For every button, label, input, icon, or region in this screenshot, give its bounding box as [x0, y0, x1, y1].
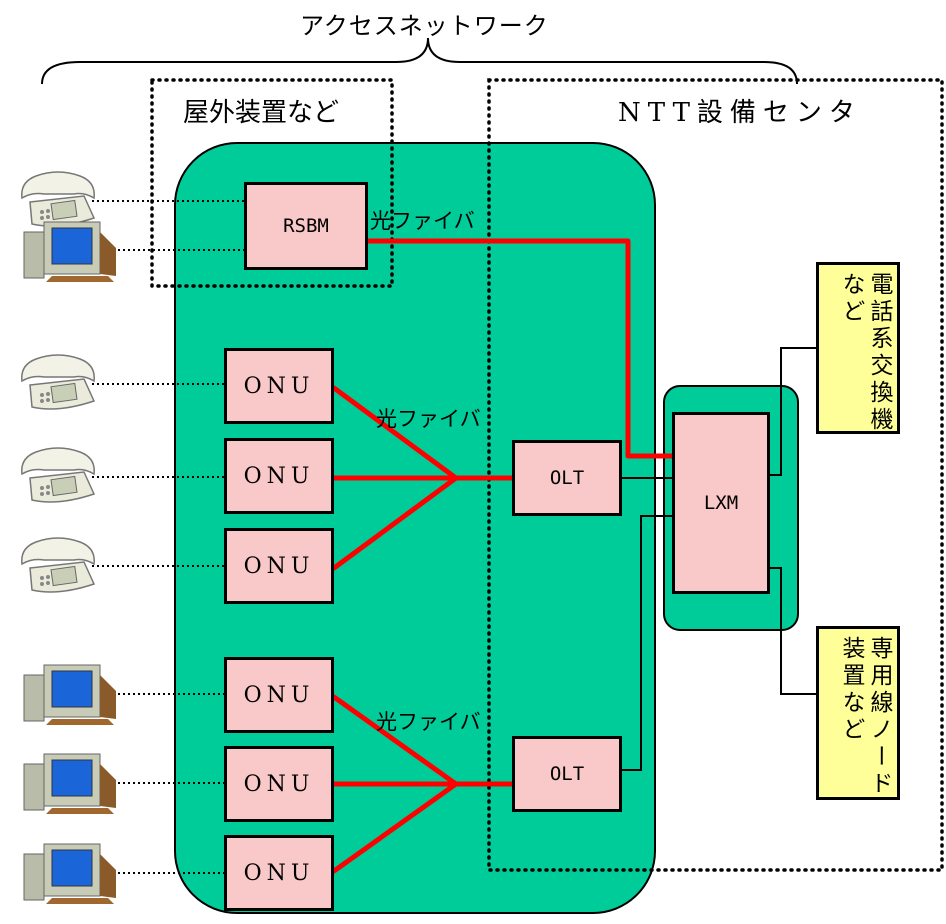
- exchange-box: [816, 262, 900, 434]
- fiber-label-2: 光ファイバ: [376, 407, 481, 431]
- fiber-rsbm-lxm: [365, 238, 675, 459]
- onu-node-6: ONU: [224, 835, 334, 911]
- leased-line-label: 専用線ノード: [866, 636, 892, 798]
- link-lxm-leased: [770, 567, 816, 695]
- electrical-links: [622, 347, 816, 771]
- ntt-center-zone: [487, 78, 944, 872]
- optical-fibers: [331, 238, 675, 874]
- olt-node-2: OLT: [512, 736, 622, 812]
- computer-icon: [23, 221, 116, 282]
- fiber-label-1: 光ファイバ: [370, 209, 475, 233]
- access-network-brace: [41, 37, 798, 85]
- fiber-label-3: 光ファイバ: [376, 710, 481, 734]
- leased-line-box: [816, 626, 900, 800]
- rsbm-node: RSBM: [244, 182, 368, 270]
- lxm-node: LXM: [672, 412, 770, 594]
- ntt-center-label: NTT設備センタ: [618, 98, 862, 128]
- computer-icon: [23, 843, 116, 904]
- telephone-icon: [21, 447, 96, 503]
- outdoor-zone: [150, 78, 394, 288]
- exchange-label-suffix: など: [838, 272, 864, 326]
- computer-icon: [23, 753, 116, 814]
- outdoor-zone-label: 屋外装置など: [183, 98, 340, 128]
- fiber-onu-3: [331, 475, 459, 571]
- fiber-onu-4: [331, 694, 459, 787]
- link-lxm-exchange: [770, 347, 816, 476]
- onu-node-5: ONU: [224, 746, 334, 822]
- leased-line-label-suffix: 装置など: [838, 636, 864, 744]
- computer-icon: [23, 664, 116, 725]
- exchange-label: 電話系交換機: [866, 272, 892, 434]
- onu-node-3: ONU: [224, 528, 334, 604]
- terminal-lines: [92, 200, 244, 874]
- olt-node-1: OLT: [512, 440, 622, 516]
- fiber-onu-1: [331, 385, 459, 481]
- onu-node-1: ONU: [224, 348, 334, 424]
- onu-node-4: ONU: [224, 657, 334, 733]
- telephone-icon: [21, 354, 96, 410]
- telephone-icon: [21, 171, 96, 227]
- access-network-title: アクセスネットワーク: [300, 12, 549, 40]
- link-olt2-lxm: [622, 515, 672, 771]
- onu-node-2: ONU: [224, 438, 334, 514]
- telephone-icon: [21, 537, 96, 593]
- fiber-onu-6: [331, 781, 459, 874]
